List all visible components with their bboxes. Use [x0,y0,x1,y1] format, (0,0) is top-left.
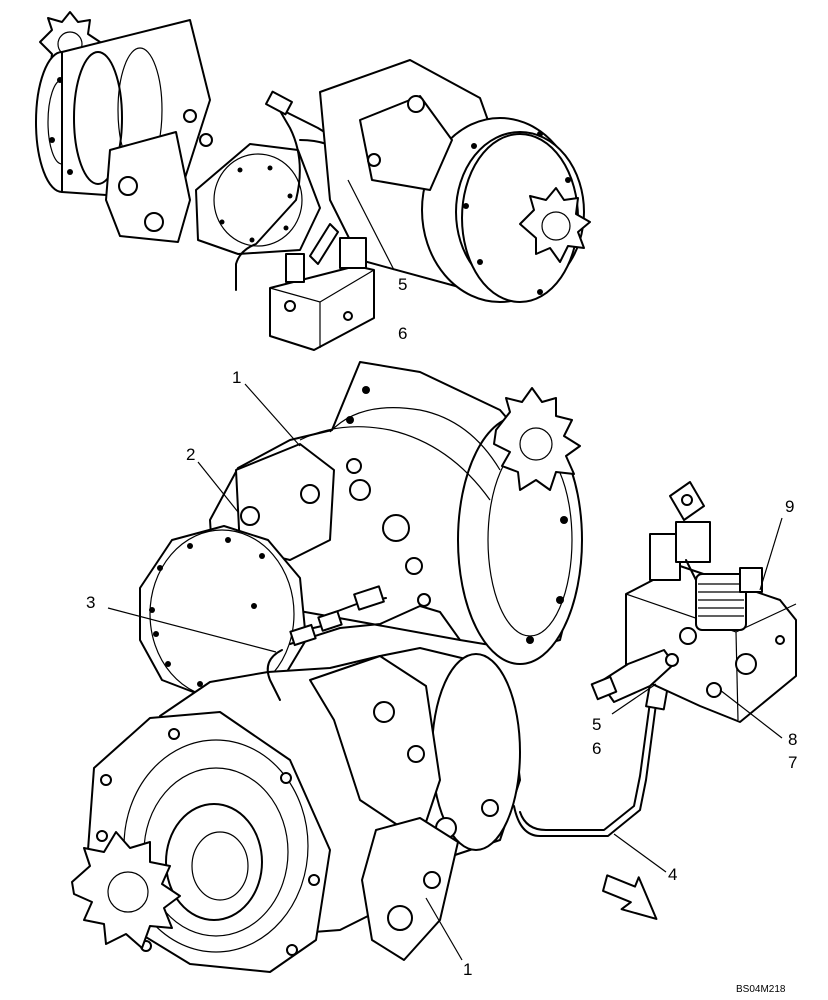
callout-3: 3 [86,593,95,612]
callout-9: 9 [785,497,794,516]
leader-lines [107,179,783,961]
overview-assembly [35,11,591,351]
callout-5-lower: 5 [592,715,601,734]
callout-1-bottom: 1 [463,960,472,979]
callout-8: 8 [788,730,797,749]
relief-valve [590,649,679,703]
callout-5-upper: 5 [398,275,407,294]
callout-2: 2 [186,445,195,464]
callout-6-upper: 6 [398,324,407,343]
callout-4: 4 [668,865,677,884]
overview-brake-housing [195,143,321,255]
valve-block [625,481,797,723]
overview-valve-block [269,223,375,351]
callout-1-top: 1 [232,368,241,387]
drawing-code: BS04M218 [736,984,786,995]
callout-7: 7 [788,753,797,772]
front-sprocket [71,831,181,949]
rear-sprocket [493,387,581,491]
hydraulic-lines [266,585,669,837]
callout-6-lower: 6 [592,739,601,758]
main-assembly [71,361,797,973]
direction-arrow [602,874,658,920]
overview-left-motor [35,19,213,243]
callouts: 5 6 1 2 9 3 5 6 8 7 4 1 [86,275,797,979]
front-motor [159,647,521,961]
overview-right-sprocket [519,187,591,263]
